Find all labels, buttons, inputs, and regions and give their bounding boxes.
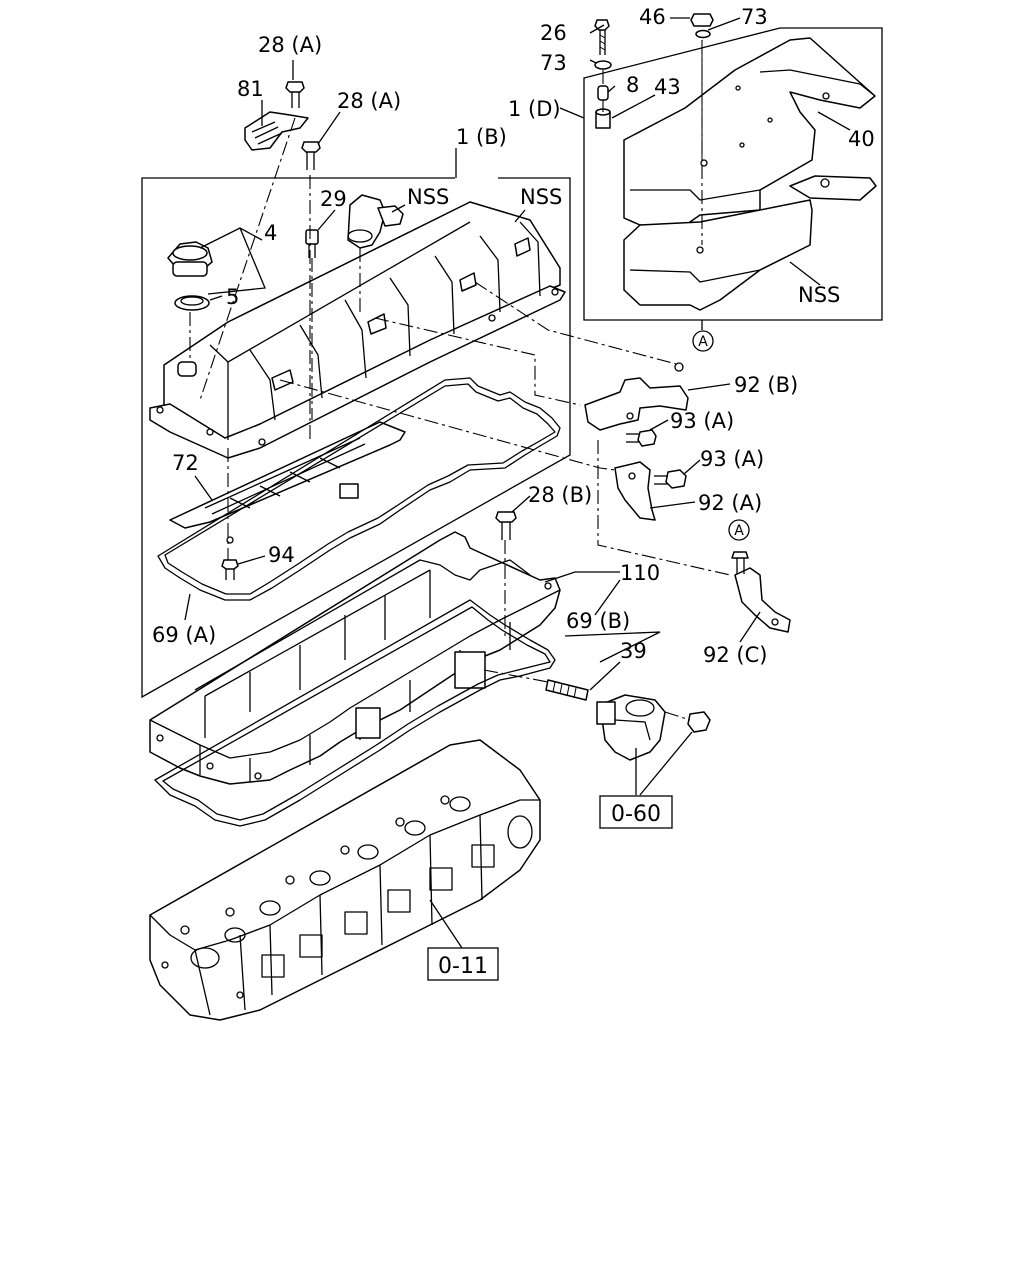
clip-81 [244, 111, 309, 151]
stud-29 [305, 229, 319, 258]
stud-39 [545, 679, 589, 701]
label-nss-hose: NSS [407, 185, 449, 209]
label-1b: 1 (B) [456, 125, 507, 149]
bolt-26 [594, 19, 610, 55]
nut-egr [687, 711, 711, 733]
ref-box-0-11: 0-11 [427, 947, 499, 981]
washer-73-left [594, 60, 612, 70]
label-nss-heat-shield: NSS [798, 283, 840, 307]
ref-box-0-60: 0-60 [599, 795, 673, 829]
label-94: 94 [268, 543, 295, 567]
circle-marker-a-bracket: A [728, 519, 750, 541]
label-73-top: 73 [741, 5, 768, 29]
label-1d: 1 (D) [508, 97, 561, 121]
bolt-93a-2 [654, 469, 687, 489]
bracket-92a [614, 461, 656, 521]
bolt-94 [221, 559, 239, 580]
bolt-28a-mid [301, 141, 321, 170]
rocker-cover [149, 201, 566, 459]
leader-lines [184, 17, 851, 949]
label-4: 4 [264, 221, 277, 245]
egr-valve-assembly [596, 694, 666, 761]
cylinder-head [149, 739, 541, 1021]
bolt-93a-1 [626, 429, 657, 447]
part-labels: 28 (A) 81 28 (A) 1 (B) 29 NSS NSS 4 5 26… [152, 5, 875, 667]
bolt-28a-top [285, 81, 305, 108]
label-nss-cover: NSS [520, 185, 562, 209]
label-93a-2: 93 (A) [700, 447, 764, 471]
label-72: 72 [172, 451, 199, 475]
spacer-8 [597, 85, 609, 101]
ref-0-60-text: 0-60 [611, 802, 661, 827]
label-73-left: 73 [540, 51, 567, 75]
label-28a-top: 28 (A) [258, 33, 322, 57]
label-69b: 69 (B) [566, 609, 630, 633]
gasket-69a [157, 377, 561, 601]
label-8: 8 [626, 73, 639, 97]
label-43: 43 [654, 75, 681, 99]
label-29: 29 [320, 187, 347, 211]
label-5: 5 [226, 285, 239, 309]
pcv-hose [347, 194, 404, 249]
washer-73-top [695, 29, 711, 39]
bracket-92c [731, 551, 791, 633]
gasket-69b [154, 599, 556, 827]
label-26: 26 [540, 21, 567, 45]
label-69a: 69 (A) [152, 623, 216, 647]
label-28b: 28 (B) [528, 483, 592, 507]
label-46: 46 [639, 5, 666, 29]
circle-marker-a-bracket-text: A [734, 523, 744, 539]
label-92c: 92 (C) [703, 643, 767, 667]
label-92a: 92 (A) [698, 491, 762, 515]
bolt-28b [495, 511, 517, 540]
label-40: 40 [848, 127, 875, 151]
label-93a-1: 93 (A) [670, 409, 734, 433]
nut-46 [690, 13, 714, 27]
cam-carrier-110 [149, 531, 561, 785]
label-81: 81 [237, 77, 264, 101]
label-28a-mid: 28 (A) [337, 89, 401, 113]
label-110: 110 [620, 561, 660, 585]
frame-1b [141, 148, 571, 699]
seal-ring [174, 295, 210, 311]
circle-marker-a-top: A [692, 330, 714, 352]
assembly-lines [189, 40, 731, 721]
bracket-92b [584, 362, 689, 431]
label-92b: 92 (B) [734, 373, 798, 397]
oil-filler-cap [167, 241, 213, 277]
circle-marker-a-top-text: A [698, 334, 708, 350]
frame-1d [583, 27, 883, 321]
label-39: 39 [620, 639, 647, 663]
ref-0-11-text: 0-11 [438, 954, 488, 979]
